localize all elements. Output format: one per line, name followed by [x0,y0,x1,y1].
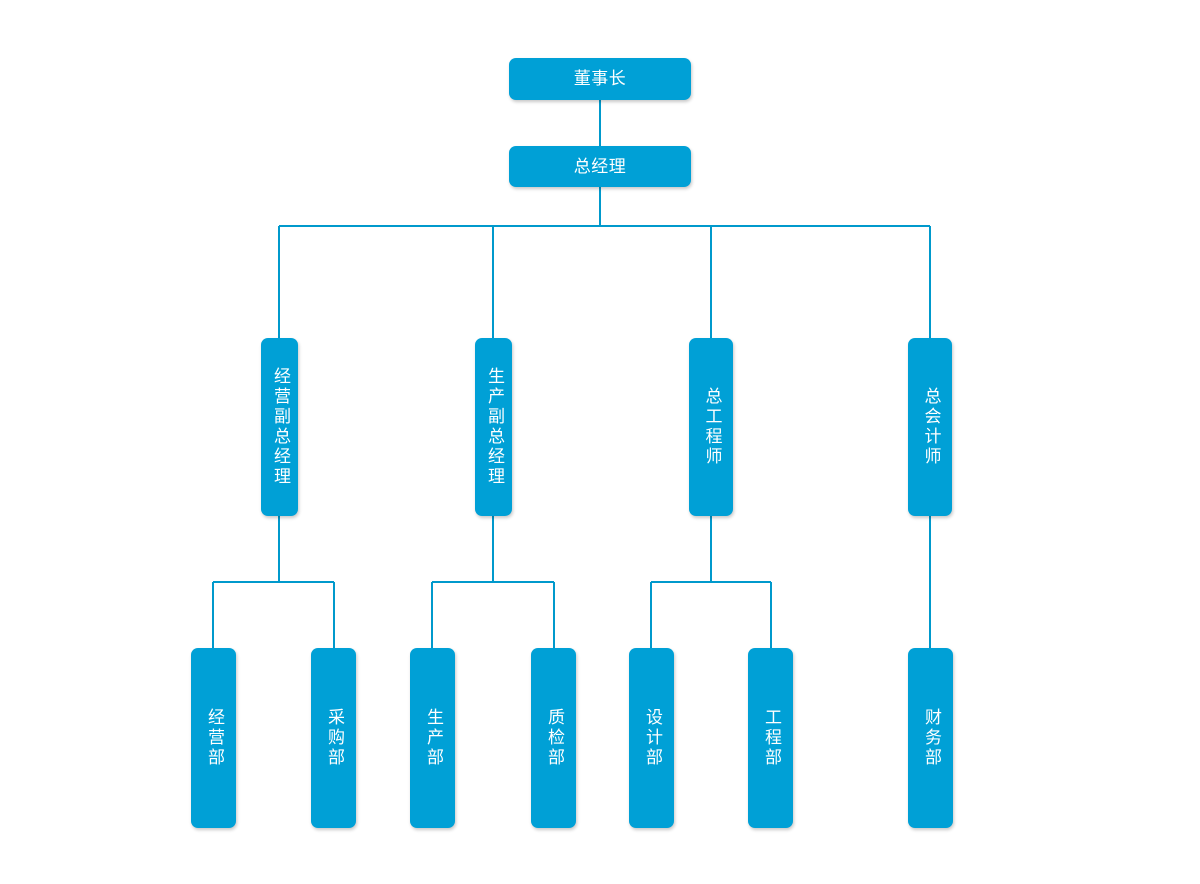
node-chief-engineer[interactable]: 总工程师 [689,338,733,516]
node-dept-purchasing[interactable]: 采购部 [311,648,356,828]
node-dept-design[interactable]: 设计部 [629,648,674,828]
node-dept-finance-label: 财务部 [921,708,941,768]
node-dept-finance[interactable]: 财务部 [908,648,953,828]
node-deputy-gm-business[interactable]: 经营副总经理 [261,338,298,516]
node-chief-accountant-label: 总会计师 [921,387,941,467]
node-chief-engineer-label: 总工程师 [702,387,722,467]
node-dept-production[interactable]: 生产部 [410,648,455,828]
node-dept-purchasing-label: 采购部 [324,708,344,768]
node-dept-quality-label: 质检部 [544,708,564,768]
node-chairman[interactable]: 董事长 [509,58,691,100]
node-dept-quality[interactable]: 质检部 [531,648,576,828]
node-deputy-gm-business-label: 经营副总经理 [270,367,290,487]
node-chief-accountant[interactable]: 总会计师 [908,338,952,516]
node-dept-business-label: 经营部 [204,708,224,768]
node-dept-production-label: 生产部 [423,708,443,768]
node-general-manager-label: 总经理 [573,156,627,176]
node-dept-business[interactable]: 经营部 [191,648,236,828]
node-dept-design-label: 设计部 [642,708,662,768]
node-general-manager[interactable]: 总经理 [509,146,691,187]
node-deputy-gm-production-label: 生产副总经理 [484,367,504,487]
node-chairman-label: 董事长 [573,69,627,89]
node-dept-engineering-label: 工程部 [761,708,781,768]
node-deputy-gm-production[interactable]: 生产副总经理 [475,338,512,516]
node-dept-engineering[interactable]: 工程部 [748,648,793,828]
